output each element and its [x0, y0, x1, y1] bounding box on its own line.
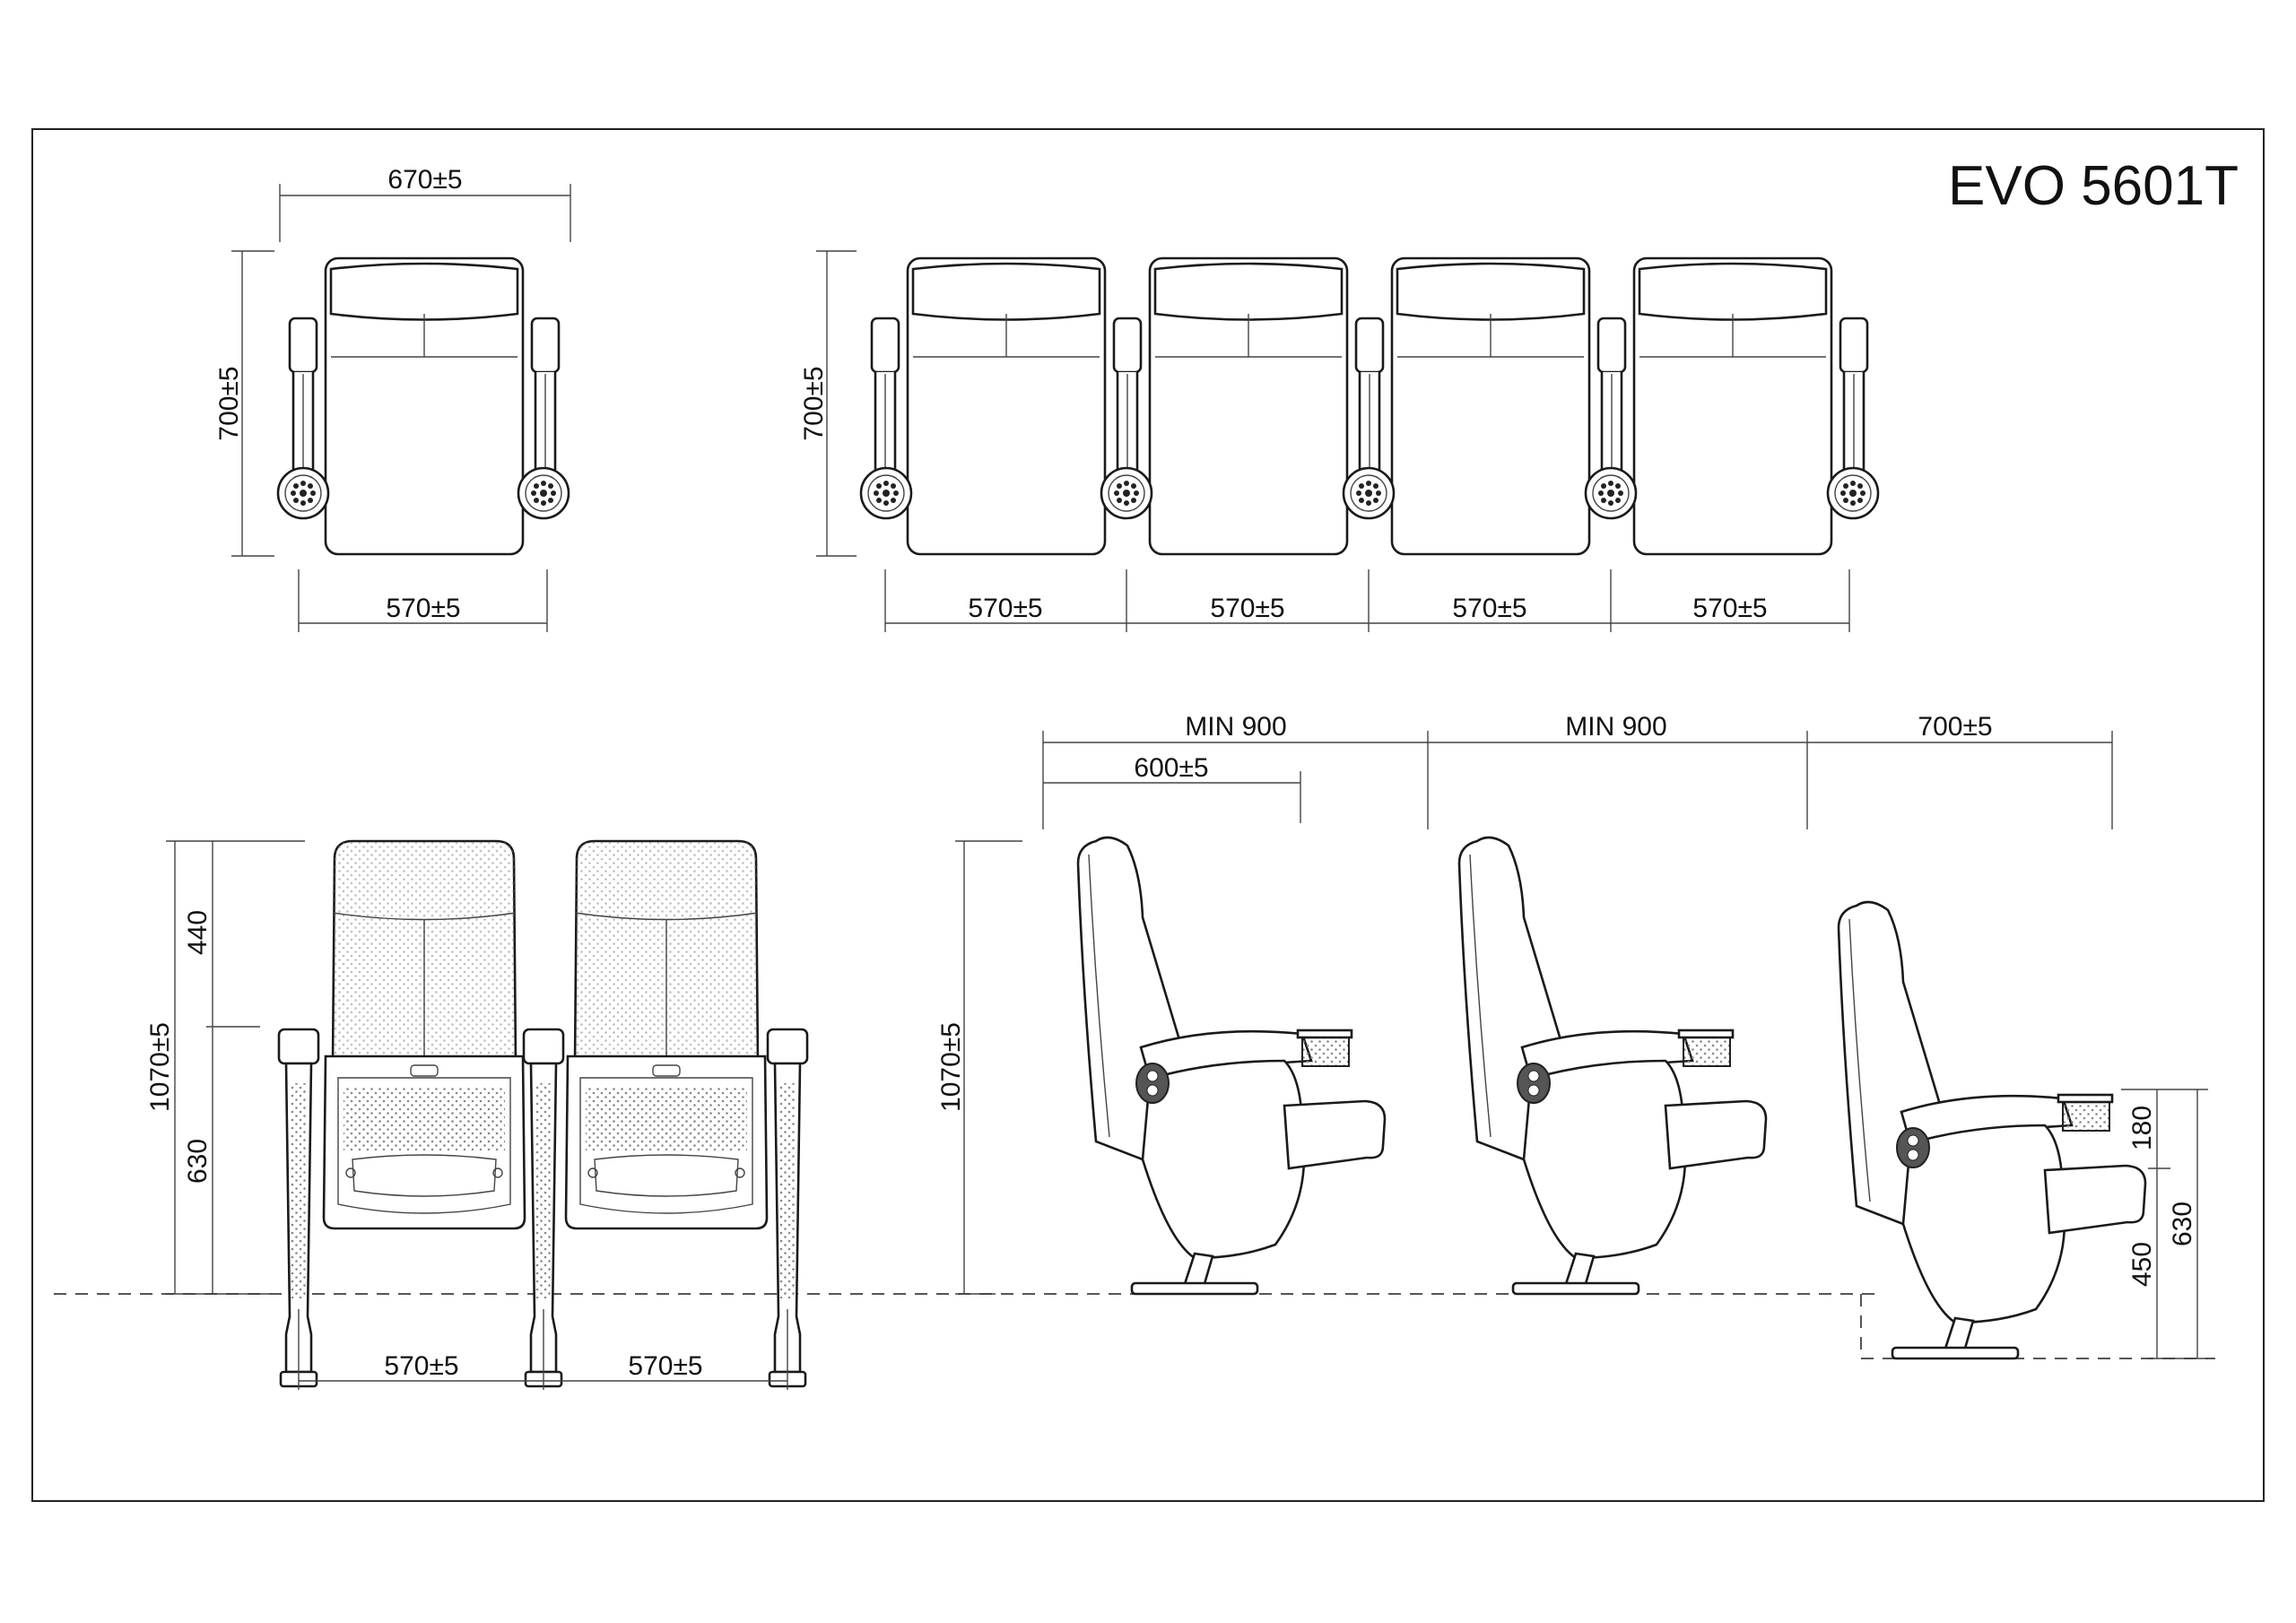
plan-view-single: [276, 256, 570, 556]
front-pitch-dimensions: 570±5 570±5: [298, 1309, 788, 1390]
side-total-height-label: 1070±5: [936, 1022, 966, 1112]
front-height-dimensions: 1070±5 440 630: [145, 840, 305, 1295]
plan-single-pitch-dimension: 570±5: [298, 569, 548, 632]
plan-single-width-label: 670±5: [387, 165, 462, 195]
plan-single-depth-label: 700±5: [214, 366, 244, 440]
plan-row-pitch-dimensions: 570±5 570±5 570±5 570±5: [884, 569, 1850, 632]
plan-row-pitch-label: 570±5: [1692, 594, 1767, 623]
model-title: EVO 5601T: [1948, 155, 2239, 217]
side-elevation: [1076, 836, 2147, 1360]
plan-view-row: [859, 256, 1880, 556]
plan-row-depth-label: 700±5: [799, 366, 829, 440]
side-total-height-dimension: 1070±5: [936, 840, 1022, 1295]
plan-single-depth-dimension: 700±5: [214, 250, 274, 557]
front-armrest-height-label: 630: [183, 1139, 213, 1184]
drawing-frame: [31, 128, 2265, 1502]
plan-row-pitch-label: 570±5: [968, 594, 1042, 623]
side-row-spacing-label: MIN 900: [1565, 712, 1666, 742]
plan-row-pitch-label: 570±5: [1210, 594, 1284, 623]
front-total-height-label: 1070±5: [145, 1022, 175, 1112]
front-pitch-label: 570±5: [384, 1351, 458, 1381]
front-back-height-label: 440: [183, 910, 213, 955]
side-row-spacing-label: MIN 900: [1185, 712, 1286, 742]
side-folded-depth-label: 600±5: [1134, 753, 1208, 783]
plan-single-width-dimension: 670±5: [279, 165, 571, 242]
side-armrest-height-label: 630: [2168, 1202, 2197, 1246]
side-last-row-depth-label: 700±5: [1918, 712, 1992, 742]
side-step-height-label: 180: [2127, 1106, 2157, 1150]
floor-step-line: [1860, 1294, 2215, 1359]
front-pitch-label: 570±5: [628, 1351, 702, 1381]
side-top-dimensions: MIN 900 MIN 900 700±5 600±5: [1042, 712, 2113, 829]
plan-row-pitch-label: 570±5: [1452, 594, 1526, 623]
front-elevation: [277, 839, 809, 1388]
plan-single-pitch-label: 570±5: [386, 594, 460, 623]
plan-row-depth-dimension: 700±5: [799, 250, 857, 557]
side-right-dimensions: 180 450 630: [2121, 1089, 2208, 1359]
side-seat-height-label: 450: [2127, 1242, 2157, 1287]
